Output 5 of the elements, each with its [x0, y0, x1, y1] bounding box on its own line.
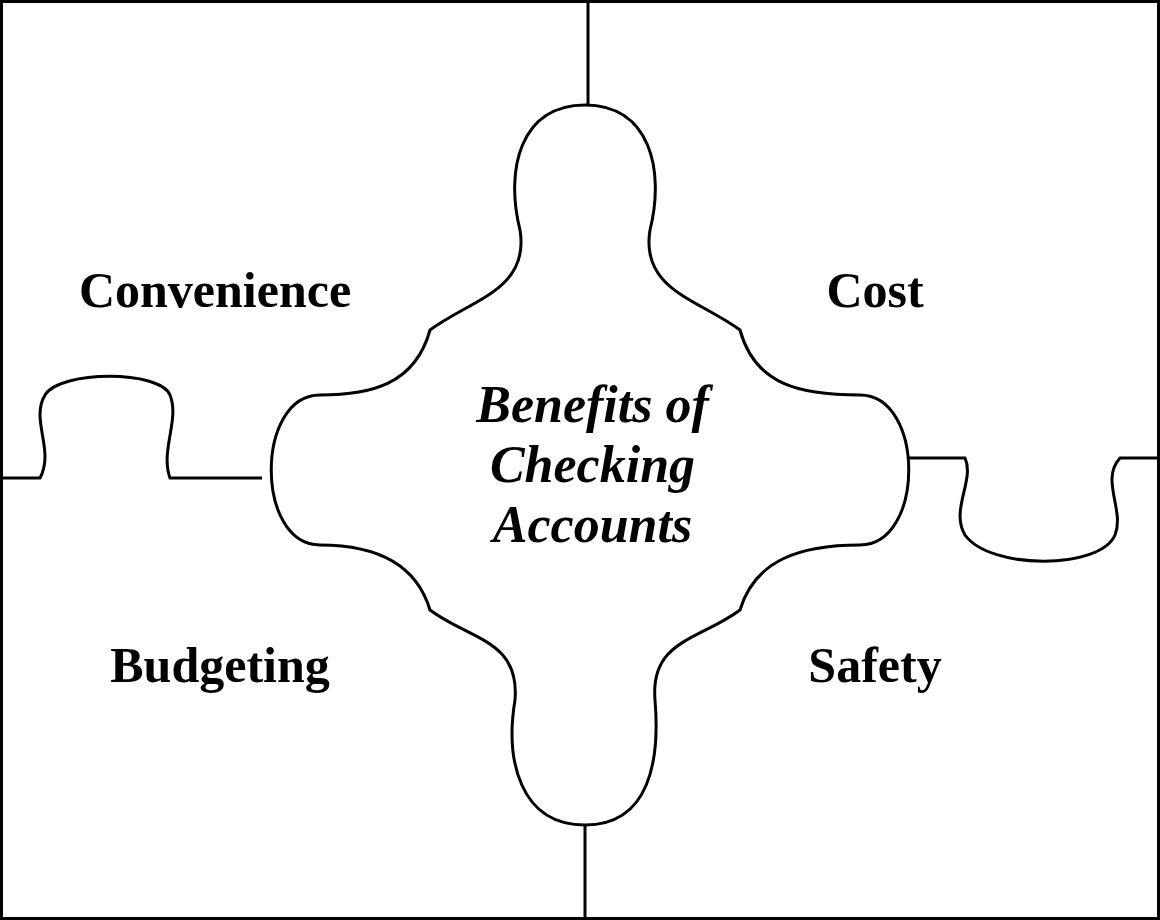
- piece-label: Convenience: [78, 261, 352, 319]
- piece-title: Benefits of Checking Accounts: [457, 375, 728, 555]
- piece-label: Cost: [826, 261, 924, 319]
- piece-label: Budgeting: [110, 636, 330, 694]
- piece-label: Safety: [808, 636, 942, 694]
